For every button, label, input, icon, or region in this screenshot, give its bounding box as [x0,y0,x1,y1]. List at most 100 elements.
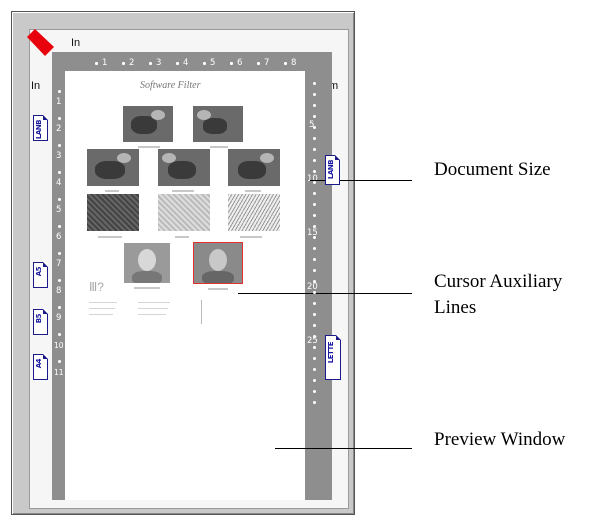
preview-page-title: Software Filter [140,80,201,91]
left-ruler-dot [58,117,61,120]
right-ruler-dot [313,170,316,173]
right-ruler-dot [313,214,316,217]
right-ruler-dot [313,247,316,250]
doc-size-label: B5 [35,314,43,324]
left-ruler-dot [58,279,61,282]
top-ruler-dot [203,62,206,65]
thumbnail-caption [240,236,262,238]
preview-thumbnail-selected[interactable] [193,242,243,284]
doc-size-button[interactable]: LANB [33,115,48,141]
preview-window-callout-line [275,448,412,449]
preview-thumbnail [87,149,139,186]
right-ruler-dot [313,335,316,338]
top-ruler-dot [122,62,125,65]
left-ruler-dot [58,306,61,309]
cursor-lines-label-line2: Lines [434,297,477,318]
doc-size-label: A4 [35,359,43,369]
preview-thumbnail-sketch [228,194,280,231]
doc-size-label: A5 [35,267,43,277]
top-ruler-dot [176,62,179,65]
right-ruler-dot [313,346,316,349]
doc-size-button[interactable]: LANB [325,155,340,185]
left-tick-5: 5 [56,205,62,215]
preview-thumbnail-light [158,194,210,231]
preview-text-line [138,314,166,315]
right-ruler[interactable]: 5 10 15 20 25 [307,71,323,401]
right-ruler-dot [313,236,316,239]
right-ruler-dot [313,192,316,195]
right-ruler-dot [313,280,316,283]
right-ruler-dot [313,104,316,107]
top-tick-3: 3 [156,58,162,68]
thumbnail-caption [105,190,119,192]
right-ruler-dot [313,258,316,261]
thumbnail-caption [208,288,228,290]
right-ruler-dot [313,313,316,316]
left-tick-4: 4 [56,178,62,188]
left-tick-8: 8 [56,286,62,296]
doc-size-button[interactable]: A4 [33,354,48,380]
preview-thumbnail [228,149,280,186]
left-tick-7: 7 [56,259,62,269]
right-tick-25: 25 [307,336,318,346]
right-ruler-dot [313,401,316,404]
top-ruler[interactable]: 1 2 3 4 5 6 7 8 [65,57,305,69]
right-tick-15: 15 [307,228,318,238]
right-ruler-dot [313,379,316,382]
doc-size-label: LANB [327,160,335,180]
top-tick-8: 8 [291,58,297,68]
thumbnail-caption [134,287,160,289]
doc-size-button[interactable]: LETTE [325,335,341,380]
top-ruler-dot [95,62,98,65]
left-ruler-dot [58,252,61,255]
left-ruler-unit: In [31,80,41,92]
right-ruler-dot [313,137,316,140]
doc-size-label: LETTE [327,342,335,364]
top-tick-2: 2 [129,58,135,68]
left-tick-1: 1 [56,97,62,107]
red-corner-marker-icon[interactable] [27,29,55,57]
top-tick-4: 4 [183,58,189,68]
top-ruler-unit: In [71,37,81,49]
left-ruler[interactable]: 1 2 3 4 5 6 7 8 9 10 11 [54,71,65,391]
preview-thumbnail [158,149,210,186]
right-ruler-dot [313,324,316,327]
top-tick-5: 5 [210,58,216,68]
preview-thumbnail-portrait [124,243,170,283]
left-tick-3: 3 [56,151,62,161]
left-tick-10: 10 [54,341,64,350]
thumbnail-caption [138,146,160,148]
left-tick-6: 6 [56,232,62,242]
thumbnail-caption [175,236,189,238]
document-size-callout-line [310,180,412,181]
right-tick-20: 20 [307,282,318,292]
doc-size-button[interactable]: A5 [33,262,48,288]
right-ruler-dot [313,159,316,162]
cursor-lines-callout-line [238,293,412,294]
thumbnail-caption [245,190,261,192]
right-ruler-dot [313,225,316,228]
thumbnail-caption [98,236,122,238]
right-tick-5: 5 [309,120,315,130]
left-ruler-dot [58,333,61,336]
top-ruler-dot [284,62,287,65]
doc-size-label: LANB [35,120,43,140]
preview-window[interactable] [65,71,305,500]
preview-vertical-line [201,300,202,324]
left-ruler-dot [58,198,61,201]
right-ruler-dot [313,115,316,118]
right-ruler-dot [313,148,316,151]
left-ruler-dot [58,171,61,174]
top-ruler-dot [230,62,233,65]
preview-side-label: Ⅲ? [89,280,104,294]
right-ruler-dot [313,126,316,129]
right-tick-10: 10 [307,174,318,184]
left-tick-9: 9 [56,313,62,323]
preview-thumbnail [123,106,173,142]
preview-thumbnail-dark [87,194,139,231]
preview-text-line [138,302,170,303]
left-ruler-dot [58,225,61,228]
top-tick-6: 6 [237,58,243,68]
right-ruler-dot [313,181,316,184]
doc-size-button[interactable]: B5 [33,309,48,335]
